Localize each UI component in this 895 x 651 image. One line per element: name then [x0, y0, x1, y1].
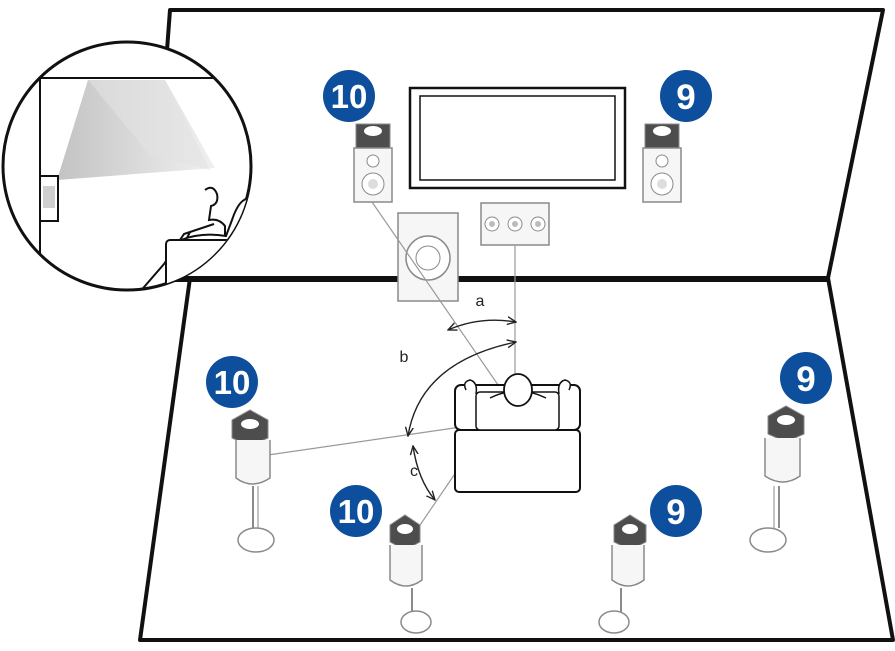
angle-label-b: b	[400, 349, 409, 366]
front-left-speaker	[353, 123, 393, 203]
svg-text:10: 10	[331, 78, 368, 115]
tv-icon	[408, 86, 627, 190]
angle-label-a: a	[476, 293, 485, 310]
center-speaker-icon	[480, 202, 550, 246]
svg-text:10: 10	[338, 493, 375, 530]
side-right-speaker	[749, 405, 805, 553]
badge-rear-left: 10	[330, 485, 382, 537]
angle-arcs	[408, 320, 516, 500]
badge-rear-right: 9	[650, 485, 702, 537]
badge-side-left: 10	[206, 356, 258, 408]
side-left-speaker	[231, 409, 275, 553]
badge-front-right: 9	[660, 70, 712, 122]
svg-text:9: 9	[796, 360, 815, 399]
angle-label-c: c	[410, 463, 418, 480]
badge-front-left: 10	[323, 70, 375, 122]
listener-sofa-icon	[454, 373, 581, 493]
svg-text:10: 10	[214, 364, 251, 401]
subwoofer-icon	[397, 212, 459, 302]
front-right-speaker	[642, 123, 682, 203]
svg-text:9: 9	[676, 78, 695, 117]
svg-text:9: 9	[666, 493, 685, 532]
badge-side-right: 9	[780, 352, 832, 404]
rear-left-speaker	[389, 514, 432, 634]
rear-right-speaker	[598, 514, 647, 634]
